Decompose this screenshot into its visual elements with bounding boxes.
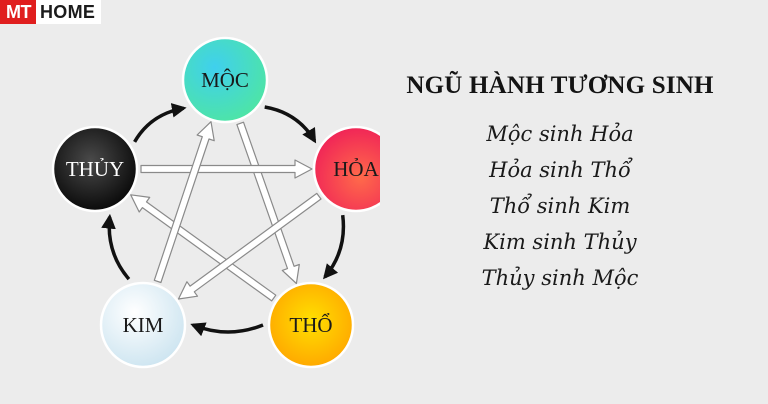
node-circle: [181, 36, 269, 124]
five-elements-diagram: MỘC HỎA THỔ KIM THỦY: [51, 36, 380, 369]
node-label: KIM: [123, 313, 164, 337]
element-nodes: MỘC HỎA THỔ KIM THỦY: [51, 36, 380, 369]
rules-list: Mộc sinh Hỏa Hỏa sinh Thổ Thổ sinh Kim K…: [370, 116, 750, 296]
node-label: THỦY: [66, 157, 124, 181]
star-arrow-tho-thuy: [130, 194, 277, 302]
star-arrows: [130, 121, 322, 302]
node-label: THỔ: [289, 313, 332, 337]
node-circle: [51, 125, 139, 213]
node-label: HỎA: [333, 157, 379, 181]
logo-home: HOME: [36, 0, 102, 24]
logo-mt: MT: [0, 0, 36, 24]
rule-item: Mộc sinh Hỏa: [486, 122, 634, 146]
rule-item: Kim sinh Thủy: [483, 230, 637, 254]
node-thuy: THỦY: [51, 125, 139, 213]
cycle-arrow-tho-kim: [190, 322, 264, 337]
cycle-arrow-kim-thuy: [101, 213, 131, 281]
cycle-arrow-hoa-tho: [323, 214, 346, 280]
rule-item: Thổ sinh Kim: [489, 194, 631, 218]
cycle-arrows: [101, 103, 346, 337]
rule-item: Hỏa sinh Thổ: [489, 158, 631, 182]
rule-item: Thủy sinh Mộc: [481, 266, 639, 290]
node-moc: MỘC: [181, 36, 269, 124]
star-arrow-hoa-kim: [177, 192, 322, 300]
cycle-arrow-thuy-moc: [133, 103, 187, 143]
cycle-arrow-moc-hoa: [264, 105, 317, 144]
node-circle: [312, 125, 380, 213]
node-tho: THỔ: [267, 281, 355, 369]
node-label: MỘC: [201, 68, 249, 92]
star-arrow-thuy-hoa: [140, 159, 313, 179]
info-panel: NGŨ HÀNH TƯƠNG SINH Mộc sinh Hỏa Hỏa sin…: [370, 72, 750, 296]
panel-title: NGŨ HÀNH TƯƠNG SINH: [406, 72, 714, 99]
star-arrow-kim-moc: [153, 121, 215, 284]
star-arrow-moc-tho: [236, 121, 300, 285]
node-circle: [99, 281, 187, 369]
node-hoa: HỎA: [312, 125, 380, 213]
node-circle: [267, 281, 355, 369]
brand-logo: MT HOME: [0, 0, 102, 24]
node-kim: KIM: [99, 281, 187, 369]
